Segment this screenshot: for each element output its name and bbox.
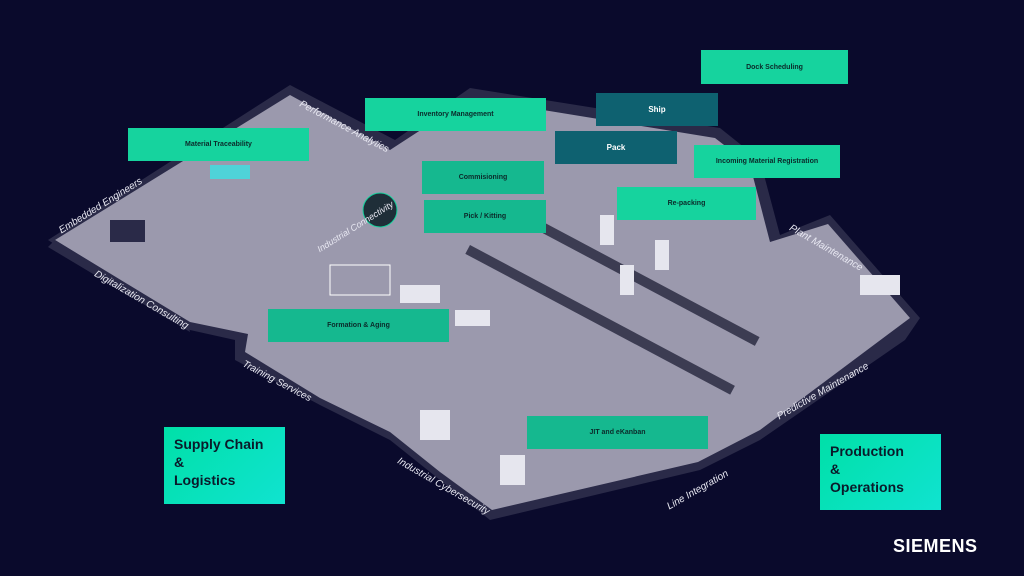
category-line: Supply Chain (174, 436, 264, 452)
label-pack[interactable]: Pack (555, 131, 677, 164)
label-commisioning[interactable]: Commisioning (422, 161, 544, 194)
label-formation-aging[interactable]: Formation & Aging (268, 309, 449, 342)
category-line: & (830, 461, 841, 477)
label-ship[interactable]: Ship (596, 93, 718, 126)
category-line: & (174, 454, 185, 470)
category-line: Operations (830, 479, 904, 495)
siemens-logo: SIEMENS (893, 536, 978, 556)
label-re-packing[interactable]: Re-packing (617, 187, 756, 220)
category-production-operations[interactable]: Production & Operations (820, 434, 941, 510)
label-dock-scheduling[interactable]: Dock Scheduling (701, 50, 848, 84)
label-jit-ekanban[interactable]: JIT and eKanban (527, 416, 708, 449)
label-material-traceability[interactable]: Material Traceability (128, 128, 309, 161)
label-pick-kitting[interactable]: Pick / Kitting (424, 200, 546, 233)
label-incoming-material-registration[interactable]: Incoming Material Registration (694, 145, 840, 178)
label-inventory-management[interactable]: Inventory Management (365, 98, 546, 131)
category-line: Production (830, 443, 904, 459)
category-supply-chain-logistics[interactable]: Supply Chain & Logistics (164, 427, 285, 504)
machines (110, 165, 900, 485)
category-line: Logistics (174, 472, 236, 488)
